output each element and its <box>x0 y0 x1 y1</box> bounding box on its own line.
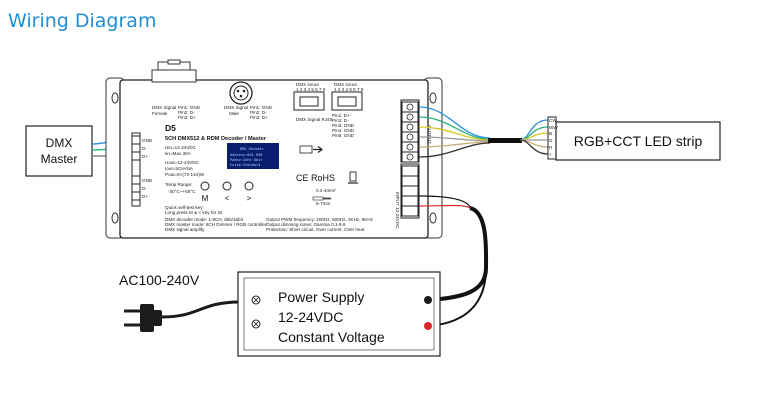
xlr-male-label: DMX Signal <box>224 105 248 110</box>
rj45-pin5: Pin5: GND <box>332 133 355 138</box>
input-terminal-block: INPUT 12-24VDC <box>395 163 420 229</box>
led-pin-cw: CW <box>549 118 557 123</box>
xlr-female-connector: DMX Signal Female Pin1: GND Pin2: D- Pin… <box>151 59 201 120</box>
rj45-out-label: DMX in/out <box>334 82 357 87</box>
output-terminal-block: OUTPUT <box>400 99 432 163</box>
output-label: OUTPUT <box>427 125 432 144</box>
ac-input-label: AC100-240V <box>119 272 200 288</box>
xlr-female-sub: Female <box>152 111 168 116</box>
led-strip: RGB+CCT LED strip CW WW B G R + <box>547 116 721 161</box>
oled-display: DMX Decoder Address:001 RGB Pwmhz:2kHz 8… <box>227 143 279 169</box>
power-supply: Power Supply 12-24VDC Constant Voltage <box>237 271 441 357</box>
temp-value: -30°C~+55°C <box>168 189 196 194</box>
ps-terminal-dc-neg <box>424 296 432 304</box>
fine-left-1: Long press M & < key for 2s <box>165 210 223 215</box>
dmx-master-line2: Master <box>41 152 78 166</box>
dmx-terminal-block: GND D- D+ GND D- D+ <box>131 132 153 207</box>
dc-input-wires <box>418 195 489 327</box>
rj45-pin4: Pin4: GND <box>332 128 355 133</box>
display-line2: Address:001 RGB <box>230 153 262 157</box>
dmx-terminal-dminus1: D- <box>142 146 147 151</box>
dmx-terminal-dplus2: D+ <box>142 194 148 199</box>
xlr-male-pin1: Pin1: GND <box>250 105 273 110</box>
led-pin-ww: WW <box>549 125 558 130</box>
decoder-unit: DMX Signal Female Pin1: GND Pin2: D- Pin… <box>105 59 443 239</box>
spec-uin: Uin=12-24VDC <box>165 145 197 150</box>
fine-left-3: DMX master mode: 5CH Dimmer / RGB contro… <box>165 222 267 227</box>
rj45-pin1: Pin1: D+ <box>332 113 350 118</box>
xlr-female-pin2: Pin2: D- <box>178 110 195 115</box>
fine-right-0: Output PWM frequency: 200Hz, 500Hz, 2KHz… <box>266 217 374 222</box>
xlr-female-pin3: Pin3: D+ <box>178 115 196 120</box>
button-left[interactable] <box>222 181 232 191</box>
spec-pout: Pout=5×(72-144)W <box>165 172 205 177</box>
wire-note: 0.2-4mm² <box>316 188 336 193</box>
ac-plug-icon <box>124 304 162 332</box>
display-line1: DMX Decoder <box>240 147 265 151</box>
fine-right-1: Output dimming curve: Gamma 0.1-9.9 <box>266 222 346 227</box>
dmx-terminal-gnd1: GND <box>142 138 153 143</box>
button-left-label: < <box>225 194 230 203</box>
led-pin-plus: + <box>549 152 552 157</box>
led-output-wires <box>418 106 549 158</box>
rj45-out-numbers: 1 2 3 4 5 6 7 8 <box>334 87 364 92</box>
diagram-title: Wiring Diagram <box>8 10 156 32</box>
rj45-ports: DMX in/out DMX in/out 1 2 3 4 5 6 7 8 1 … <box>293 82 364 138</box>
dmx-master-box: DMX Master <box>25 125 93 177</box>
rj45-pin3: Pin3: GND <box>332 123 355 128</box>
rj45-in-numbers: 1 2 3 4 5 6 7 8 <box>296 87 326 92</box>
dmx-terminal-dminus2: D- <box>142 186 147 191</box>
button-right[interactable] <box>244 181 254 191</box>
dmx-master-line1: DMX <box>46 136 73 150</box>
led-strip-label: RGB+CCT LED strip <box>574 133 703 149</box>
rj45-signal-label: DMX Signal RJ45 <box>296 117 333 122</box>
button-m-label: M <box>202 194 209 203</box>
led-pin-g: G <box>549 138 553 143</box>
fine-left-4: DMX signal amplify <box>165 227 205 232</box>
xlr-female-label: DMX Signal <box>152 105 176 110</box>
xlr-male-pin2: Pin2: D- <box>250 110 267 115</box>
xlr-male-sub: Male <box>229 111 239 116</box>
button-right-label: > <box>247 194 252 203</box>
ce-rohs-mark: CE RoHS <box>296 173 335 183</box>
xlr-male-pin3: Pin3: D+ <box>250 115 268 120</box>
rj45-pin2: Pin2: D- <box>332 118 349 123</box>
button-m[interactable] <box>200 181 210 191</box>
ps-line1: Power Supply <box>278 289 364 305</box>
decoder-model: D5 <box>165 123 176 133</box>
dmx-logo-icon <box>299 145 323 154</box>
ps-line2: 12-24VDC <box>278 309 343 325</box>
control-buttons: M < > <box>200 181 254 203</box>
weee-bin-icon <box>348 171 358 184</box>
input-label: INPUT 12-24VDC <box>395 192 400 229</box>
led-pin-r: R <box>549 145 553 150</box>
display-line3: Pwmhz:2kHz 8bit <box>230 158 262 162</box>
ps-terminal-dc-pos <box>424 322 432 330</box>
strip-note: 6-7mm <box>316 201 330 206</box>
spec-uout: Uout=12-24VDC <box>165 160 200 165</box>
rj45-in-label: DMX in/out <box>296 82 319 87</box>
fine-left-2: DMX decoder mode: 1-5CH, 8bit/16bit <box>165 217 244 222</box>
decoder-name: 5CH DMX512 & RDM Decoder / Master <box>165 136 267 142</box>
spec-iin: Iin=Max 30A <box>165 151 192 156</box>
dmx-terminal-dplus1: D+ <box>142 154 148 159</box>
spec-iout: Iout=5CH<6A <box>165 166 194 171</box>
fine-right-2: Protection: Short circuit, Over current,… <box>266 227 365 232</box>
led-pin-b: B <box>549 131 552 136</box>
ps-line3: Constant Voltage <box>278 329 385 345</box>
fine-left-0: Quick self-test key: <box>165 205 204 210</box>
xlr-female-pin1: Pin1: GND <box>178 105 201 110</box>
dmx-terminal-gnd2: GND <box>142 178 153 183</box>
display-line4: Curve:Standard <box>230 163 260 167</box>
xlr-male-connector: DMX Signal Male Pin1: GND Pin2: D- Pin3:… <box>224 81 273 120</box>
temp-label: Temp Range: <box>165 182 192 187</box>
